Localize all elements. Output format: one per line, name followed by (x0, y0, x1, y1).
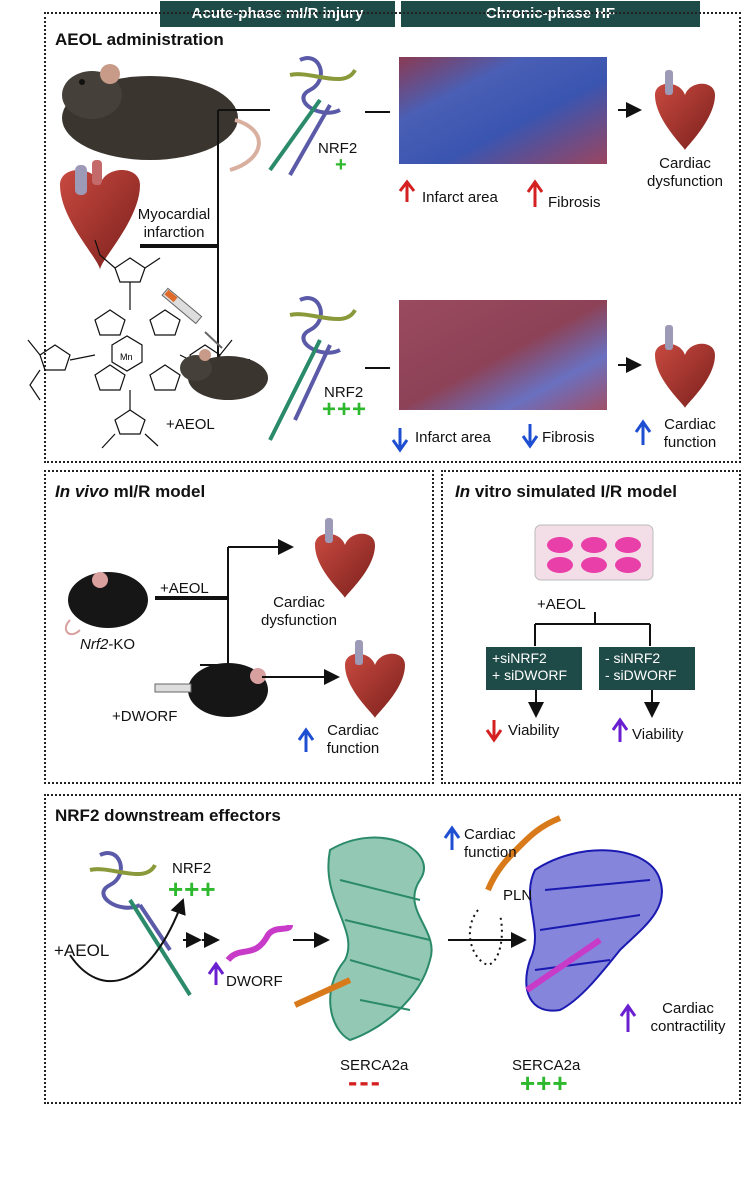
fibrosis-histology-top (399, 57, 607, 164)
dworf-label-effectors: DWORF (226, 973, 283, 990)
panel3-title-italic: In (455, 482, 471, 501)
panel3-title-rest: vitro simulated I/R model (470, 482, 677, 501)
fibrosis-bottom: Fibrosis (542, 429, 595, 446)
arrow-up-infarct-top (398, 179, 416, 202)
right-box-line2: - siDWORF (605, 667, 677, 683)
serca2a-structure-left (327, 836, 433, 1042)
viability-right: Viability (632, 726, 684, 743)
heart-image (60, 160, 140, 270)
arrow-down-fibrosis-bottom (521, 424, 539, 449)
aeol-label: +AEOL (166, 416, 215, 433)
panel-in-vivo (44, 470, 434, 784)
serca2a-left-label: SERCA2a (340, 1057, 409, 1074)
arrow-up-function-bottom (634, 419, 652, 445)
nrf2-ko-mouse-image (64, 572, 148, 636)
mouse-image (62, 64, 261, 172)
serca2a-left-level: --- (348, 1066, 382, 1097)
infarct-area-bottom: Infarct area (415, 429, 491, 446)
aeol-label-effectors: +AEOL (54, 941, 110, 960)
cardiac-function-effectors: Cardiac function (464, 826, 517, 861)
cardiac-dysfunction-vivo: Cardiac dysfunction (261, 594, 337, 629)
nrf2-label-bottom: NRF2 (324, 384, 364, 401)
arrow-up-viability (611, 717, 629, 742)
panel2-title: In vivo mI/R model (55, 482, 205, 502)
arrow-up-cardiac-function-effectors (443, 825, 461, 850)
viability-left: Viability (508, 722, 560, 739)
fibrosis-histology-bottom (399, 300, 607, 410)
panel3-title: In vitro simulated I/R model (455, 482, 677, 502)
nrf2-ko-rest: -KO (108, 636, 136, 653)
heart-icon-vivo-top (315, 518, 375, 598)
pln-label: PLN (503, 887, 533, 904)
nrf2-structure-bottom (268, 296, 357, 441)
infarct-area-top: Infarct area (422, 189, 498, 206)
nrf2-level-top: + (335, 154, 347, 176)
dworf-bound-helix (525, 937, 602, 993)
panel-downstream (44, 794, 741, 1104)
nrf2-level-bottom: +++ (322, 396, 368, 423)
panel-aeol-administration (44, 12, 741, 463)
heart-icon-vivo-bottom (345, 640, 405, 718)
serca2a-structure-right (525, 849, 663, 1012)
dworf-helix (225, 924, 293, 963)
serca2a-right-level: +++ (520, 1068, 569, 1098)
panel-in-vitro (441, 470, 741, 784)
aeol-label-vitro: +AEOL (537, 596, 586, 613)
cardiac-contractility-label: Cardiac contractility (650, 1000, 726, 1035)
small-mouse-image (180, 349, 268, 400)
nrf2-ko-italic: Nrf2 (80, 636, 109, 653)
arrow-up-fibrosis-top (526, 179, 544, 207)
panel4-title: NRF2 downstream effectors (55, 806, 281, 825)
panel2-title-italic: In vivo (55, 482, 109, 501)
arrow-up-contractility (619, 1003, 637, 1032)
nrf2-label-effectors: NRF2 (172, 860, 212, 877)
nrf2-structure-top (268, 56, 357, 176)
left-box-line2: + siDWORF (492, 667, 568, 683)
arrow-down-infarct-bottom (391, 428, 409, 453)
pln-helix (485, 815, 562, 892)
heart-icon-top (655, 70, 715, 150)
nrf2-level-effectors: +++ (168, 874, 217, 904)
nrf2-ko-label: Nrf2-KO (80, 636, 135, 654)
dworf-mouse-image (154, 663, 268, 717)
left-box-line1: +siNRF2 (492, 650, 547, 666)
fibrosis-top: Fibrosis (548, 194, 601, 211)
pln-helix-bound (293, 977, 352, 1008)
right-box-line1: - siNRF2 (605, 650, 661, 666)
syringe-icon (161, 287, 223, 349)
cardiac-function-vivo: Cardiac function (326, 722, 380, 757)
dworf-label-vivo: +DWORF (112, 708, 178, 725)
arrow-up-function-vivo (297, 727, 315, 752)
mn-label: Mn (120, 352, 133, 362)
aeol-label-vivo: +AEOL (160, 580, 209, 597)
arrow-down-viability (485, 720, 503, 743)
nrf2-label-top: NRF2 (318, 140, 358, 157)
sinrf2-sidworf-box: +siNRF2 + siDWORF (486, 647, 582, 690)
panel1-title: AEOL administration (55, 30, 224, 49)
heart-icon-bottom (655, 325, 715, 408)
myocardial-infarction-label: Myocardial infarction (137, 206, 211, 241)
cardiac-dysfunction-top: Cardiac dysfunction (647, 155, 723, 190)
control-box: - siNRF2 - siDWORF (599, 647, 695, 690)
arrow-up-dworf (207, 961, 225, 985)
header-chronic: Chronic-phase HF (401, 1, 700, 27)
cardiac-function-bottom: Cardiac function (663, 416, 717, 451)
cell-culture-plate-image (534, 524, 654, 581)
panel2-title-rest: mI/R model (108, 482, 206, 501)
serca2a-right-label: SERCA2a (512, 1057, 581, 1074)
